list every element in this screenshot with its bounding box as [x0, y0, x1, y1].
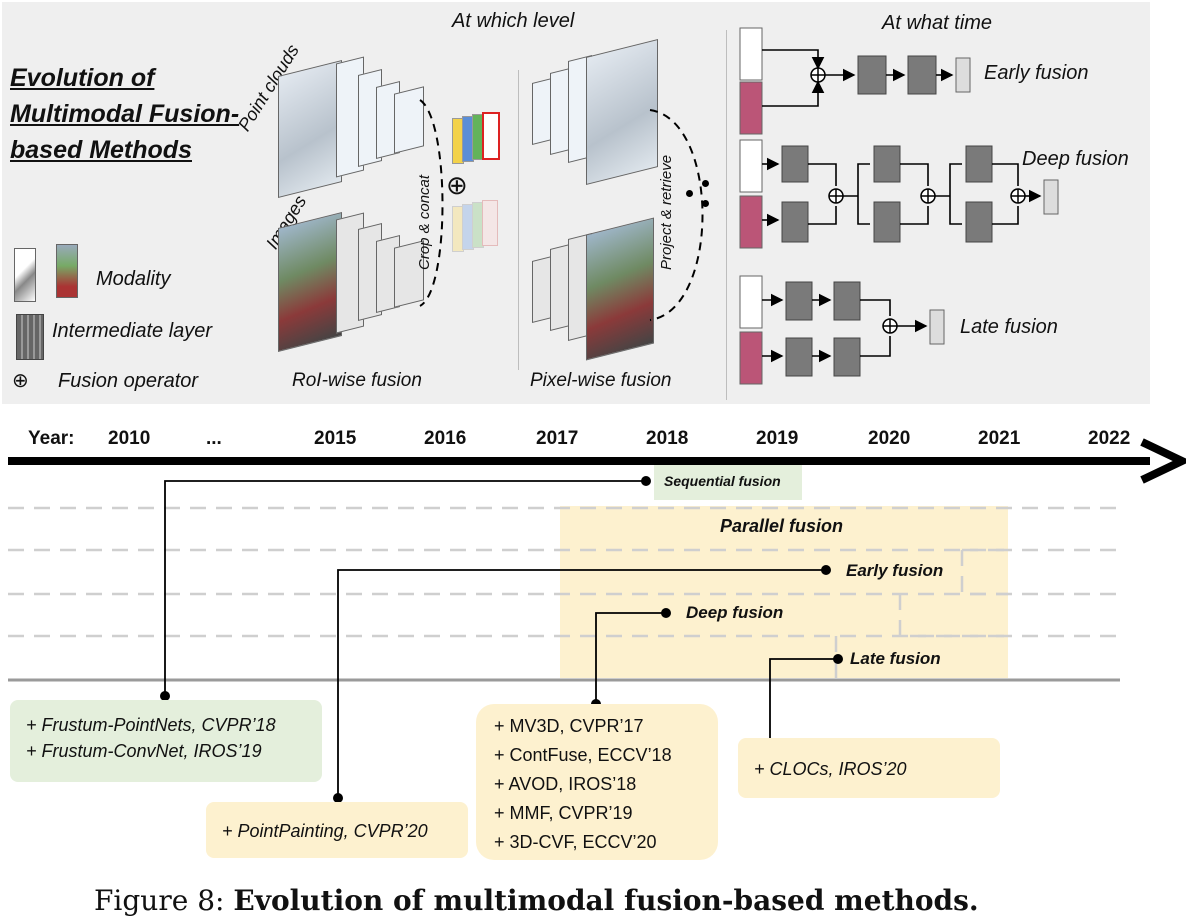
sequential-methods-box: + Frustum-PointNets, CVPR’18 + Frustum-C…: [10, 700, 322, 782]
year-2010: 2010: [108, 428, 151, 449]
year-2019: 2019: [756, 428, 799, 449]
separator-level: [518, 70, 519, 370]
year-2017: 2017: [536, 428, 579, 449]
project-retrieve-label: Project & retrieve: [658, 154, 675, 270]
deep-fusion-label: Deep fusion: [686, 603, 784, 622]
caption-prefix: Figure 8:: [94, 884, 225, 917]
year-2022: 2022: [1088, 428, 1131, 449]
project-retrieve-arc: [649, 109, 704, 321]
early-fusion-label: Early fusion: [846, 561, 944, 580]
timeline-graphics: [8, 438, 1186, 803]
year-label: Year:: [28, 428, 75, 449]
legend-fusion-op-label: Fusion operator: [58, 370, 199, 392]
year-2018: 2018: [646, 428, 689, 449]
method-frustum-pointnets: + Frustum-PointNets, CVPR’18: [26, 715, 276, 735]
modality-icon-image: [56, 244, 78, 298]
separator-time: [726, 30, 727, 400]
roi-fusion-operator-icon: ⊕: [446, 170, 468, 200]
figure-caption: Figure 8: Evolution of multimodal fusion…: [94, 884, 979, 917]
crop-concat-label: Crop & concat: [416, 174, 433, 270]
caption-text: Evolution of multimodal fusion-based met…: [233, 884, 979, 917]
pixel-wise-label: Pixel-wise fusion: [530, 370, 672, 391]
panel-title-line3: based Methods: [10, 136, 192, 164]
method-3d-cvf: + 3D-CVF, ECCV’20: [494, 832, 657, 852]
late-methods-box: + CLOCs, IROS’20: [738, 738, 1000, 798]
year-2021: 2021: [978, 428, 1021, 449]
parallel-fusion-band: [560, 506, 1008, 678]
level-heading: At which level: [452, 10, 575, 32]
roi-wise-label: RoI-wise fusion: [292, 370, 422, 391]
legend-intermediate-label: Intermediate layer: [52, 320, 213, 342]
crop-concat-arc: [419, 99, 444, 307]
early-methods-box: + PointPainting, CVPR’20: [206, 802, 468, 858]
legend: Modality Intermediate layer ⊕ Fusion ope…: [10, 240, 240, 400]
method-contfuse: + ContFuse, ECCV’18: [494, 745, 672, 765]
deep-methods-box: + MV3D, CVPR’17 + ContFuse, ECCV’18 + AV…: [476, 704, 718, 860]
method-frustum-convnet: + Frustum-ConvNet, IROS’19: [26, 741, 262, 761]
roi-feature-faded-block: [452, 200, 502, 260]
year-2020: 2020: [868, 428, 911, 449]
pixel-fusion-dots-icon: [686, 180, 712, 210]
method-mmf: + MMF, CVPR’19: [494, 803, 633, 823]
time-deep-fusion-label: Deep fusion: [1022, 148, 1129, 170]
time-heading: At what time: [882, 12, 993, 34]
method-avod: + AVOD, IROS’18: [494, 774, 637, 794]
sequential-fusion-band: [654, 462, 802, 500]
method-clocs: + CLOCs, IROS’20: [754, 759, 907, 779]
time-early-fusion-label: Early fusion: [984, 62, 1089, 84]
intermediate-layer-icon: [16, 314, 44, 360]
year-2016: 2016: [424, 428, 467, 449]
late-fusion-label: Late fusion: [850, 649, 941, 668]
legend-modality-label: Modality: [96, 268, 171, 290]
time-late-fusion-label: Late fusion: [960, 316, 1058, 338]
panel-title-line2: Multimodal Fusion-: [10, 100, 240, 128]
panel-title: Evolution of Multimodal Fusion- based Me…: [10, 60, 239, 168]
year-2015: 2015: [314, 428, 357, 449]
roi-feature-color-block: [452, 112, 502, 168]
image-slab-1: [278, 212, 342, 352]
point-cloud-slab-1: [278, 60, 342, 198]
year-ellipsis: ...: [206, 428, 222, 449]
modality-icon-lidar: [14, 248, 36, 302]
fusion-operator-icon: ⊕: [12, 370, 29, 392]
parallel-fusion-label: Parallel fusion: [720, 516, 844, 536]
method-mv3d: + MV3D, CVPR’17: [494, 716, 644, 736]
time-diagram: [739, 27, 1059, 385]
roi-wise-diagram: Point clouds Images Crop & concat ⊕ RoI-…: [234, 20, 520, 391]
method-pointpainting: + PointPainting, CVPR’20: [222, 821, 428, 841]
pixel-wise-diagram: Project & retrieve Pixel-wise fusion: [530, 30, 720, 391]
panel-title-line1: Evolution of: [10, 64, 155, 92]
sequential-fusion-label: Sequential fusion: [664, 473, 781, 489]
